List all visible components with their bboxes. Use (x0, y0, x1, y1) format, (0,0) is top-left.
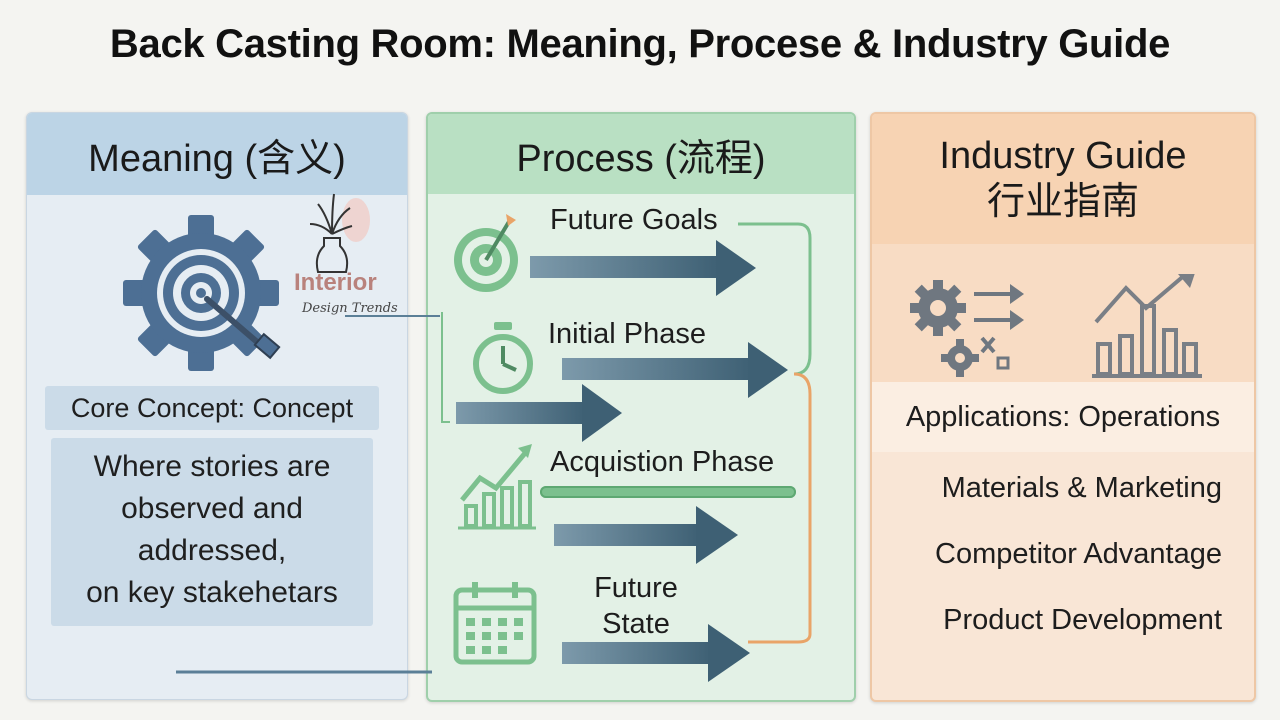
step-arrow (562, 342, 788, 398)
industry-list-item: Competitor Advantage (935, 538, 1222, 570)
acquisition-bar (540, 486, 796, 498)
step-label-line: State (602, 608, 670, 640)
step-label: Future Goals (550, 204, 718, 236)
industry-panel: Industry Guide 行业指南 (870, 112, 1256, 702)
industry-list-item: Product Development (943, 604, 1222, 636)
description-line: addressed, (137, 534, 287, 567)
panel-connector (176, 315, 440, 674)
core-concept-label: Core Concept: Concept (45, 386, 379, 430)
process-heading: Process (流程) (428, 114, 854, 194)
watermark-subtitle: Design Trends (301, 301, 398, 316)
watermark-word: Interior (294, 269, 377, 296)
vase-plant-logo: Interior Design Trends (294, 193, 398, 316)
process-panel: Process (流程) Future Goals Initial Phase (426, 112, 856, 702)
step-label-line: Future (594, 572, 678, 604)
step-arrow (530, 240, 756, 296)
step-arrow (456, 384, 622, 442)
industry-heading-line: 行业指南 (986, 181, 1139, 223)
step-label: Initial Phase (548, 318, 706, 350)
panel-connector (441, 312, 450, 423)
bar-chart-trend-icon (1092, 274, 1202, 378)
industry-list-item: Materials & Marketing (941, 472, 1222, 504)
page-title: Back Casting Room: Meaning, Procese & In… (109, 22, 1171, 66)
description-line: Where stories are (93, 450, 331, 483)
gear-target-icon (123, 215, 281, 371)
industry-heading-line: Industry Guide (939, 135, 1187, 177)
meaning-description: Where stories are observed and addressed… (51, 438, 373, 626)
step-arrow (554, 506, 738, 564)
industry-heading: Industry Guide 行业指南 (872, 114, 1254, 244)
step-arrow (562, 624, 750, 682)
description-line: observed and (121, 492, 303, 525)
growth-chart-icon (458, 444, 536, 530)
gears-arrows-icon (910, 280, 1024, 377)
step-label-future-state: Future State (558, 570, 714, 642)
meaning-heading: Meaning (含义) (27, 113, 407, 195)
watermark: Interior Design Trends (292, 190, 412, 325)
applications-label: Applications: Operations (872, 382, 1254, 452)
calendar-icon (453, 582, 537, 665)
target-icon (454, 214, 518, 292)
description-line: on key stakehetars (86, 576, 338, 609)
stopwatch-icon (473, 322, 533, 394)
connector-lines (738, 222, 812, 644)
step-label: Acquistion Phase (550, 446, 775, 478)
